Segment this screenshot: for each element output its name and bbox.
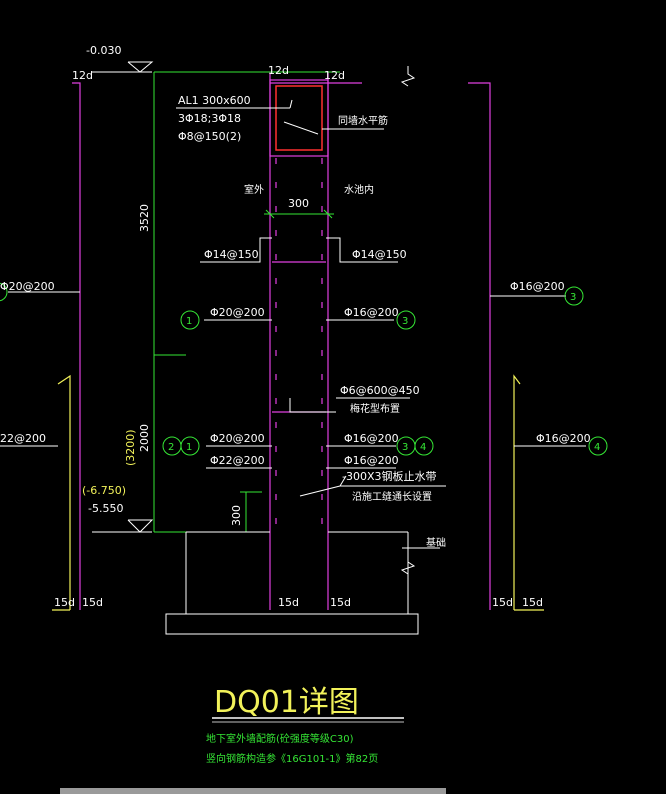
label-outside: 室外 xyxy=(244,183,264,196)
marker-circle-1-upper xyxy=(180,310,200,330)
marker-circles xyxy=(0,282,608,456)
anchor-12d-left: 12d xyxy=(72,69,93,82)
level-bottom: -5.550 xyxy=(88,502,123,515)
rebar-low-right-1: Φ16@200 xyxy=(344,432,399,445)
rebar-top-left: Φ14@150 xyxy=(204,248,259,261)
beam-stirrups: Φ8@150(2) xyxy=(178,130,241,143)
rebar-low-right-2: Φ16@200 xyxy=(344,454,399,467)
marker-circle-3-far xyxy=(564,286,584,306)
dim-height-lower: 2000 xyxy=(138,424,151,452)
bottom-scrollbar[interactable] xyxy=(60,788,446,794)
anchor-15d-5: 15d xyxy=(492,596,513,609)
drawing-note-2: 竖向钢筋构造参《16G101-1》第82页 xyxy=(206,752,378,765)
level-top: -0.030 xyxy=(86,44,121,57)
anchor-15d-1: 15d xyxy=(54,596,75,609)
marker-1-upper: 1 xyxy=(186,316,192,327)
rebar-low-left-1: Φ20@200 xyxy=(210,432,265,445)
label-waterstop: -300X3钢板止水带 xyxy=(342,469,437,483)
rebar-low-left-2: Φ22@200 xyxy=(210,454,265,467)
dim-height-lower-alt: (3200) xyxy=(124,429,137,466)
marker-2: 2 xyxy=(168,442,174,453)
anchor-lines-yellow xyxy=(52,374,544,611)
beam-side-note: 同墙水平筋 xyxy=(338,114,388,127)
anchor-15d-2: 15d xyxy=(82,596,103,609)
marker-circle-3-upper xyxy=(396,310,416,330)
drawing-title: DQ01详图 xyxy=(214,685,359,720)
rebar-far-left-upper: Φ20@200 xyxy=(0,280,55,293)
structure-lines xyxy=(0,61,586,723)
beam-stirrup xyxy=(275,85,323,151)
level-bottom-alt: (-6.750) xyxy=(82,484,126,497)
marker-circle-4-middle xyxy=(414,436,434,456)
wall-reinforcement-lines xyxy=(72,72,491,610)
label-waterstop-note: 沿施工缝通长设置 xyxy=(352,490,432,503)
label-tie-bars: Φ6@600@450 xyxy=(340,384,420,397)
drawing-note-1: 地下室外墙配筋(砼强度等级C30) xyxy=(206,732,354,745)
label-foundation: 基础 xyxy=(426,536,446,549)
anchor-15d-4: 15d xyxy=(330,596,351,609)
beam-name: AL1 300x600 xyxy=(178,94,251,107)
marker-3-lower: 3 xyxy=(402,442,408,453)
marker-circle-edge xyxy=(0,282,8,302)
rebar-mid-left: Φ20@200 xyxy=(210,306,265,319)
rebar-far-right-lower: Φ16@200 xyxy=(536,432,591,445)
dim-bottom-offset: 300 xyxy=(230,505,243,526)
marker-4-far: 4 xyxy=(594,442,600,453)
anchor-15d-6: 15d xyxy=(522,596,543,609)
rebar-mid-right: Φ16@200 xyxy=(344,306,399,319)
dim-height-upper: 3520 xyxy=(138,204,151,232)
rebar-top-right: Φ14@150 xyxy=(352,248,407,261)
anchor-15d-3: 15d xyxy=(278,596,299,609)
rebar-far-left-lower: 22@200 xyxy=(0,432,46,445)
rebar-far-right-upper: Φ16@200 xyxy=(510,280,565,293)
marker-circle-4-far xyxy=(588,436,608,456)
marker-4-middle: 4 xyxy=(420,442,426,453)
dim-wall-thickness: 300 xyxy=(288,197,309,210)
label-inside: 水池内 xyxy=(344,183,374,196)
marker-3-upper: 3 xyxy=(402,316,408,327)
label-tie-pattern: 梅花型布置 xyxy=(350,402,400,415)
anchor-12d-right: 12d xyxy=(324,69,345,82)
marker-3-far: 3 xyxy=(570,292,576,303)
beam-bars: 3Φ18;3Φ18 xyxy=(178,112,241,125)
marker-1-lower: 1 xyxy=(186,442,192,453)
marker-circle-1-lower xyxy=(180,436,200,456)
anchor-12d-beam: 12d xyxy=(268,64,289,77)
